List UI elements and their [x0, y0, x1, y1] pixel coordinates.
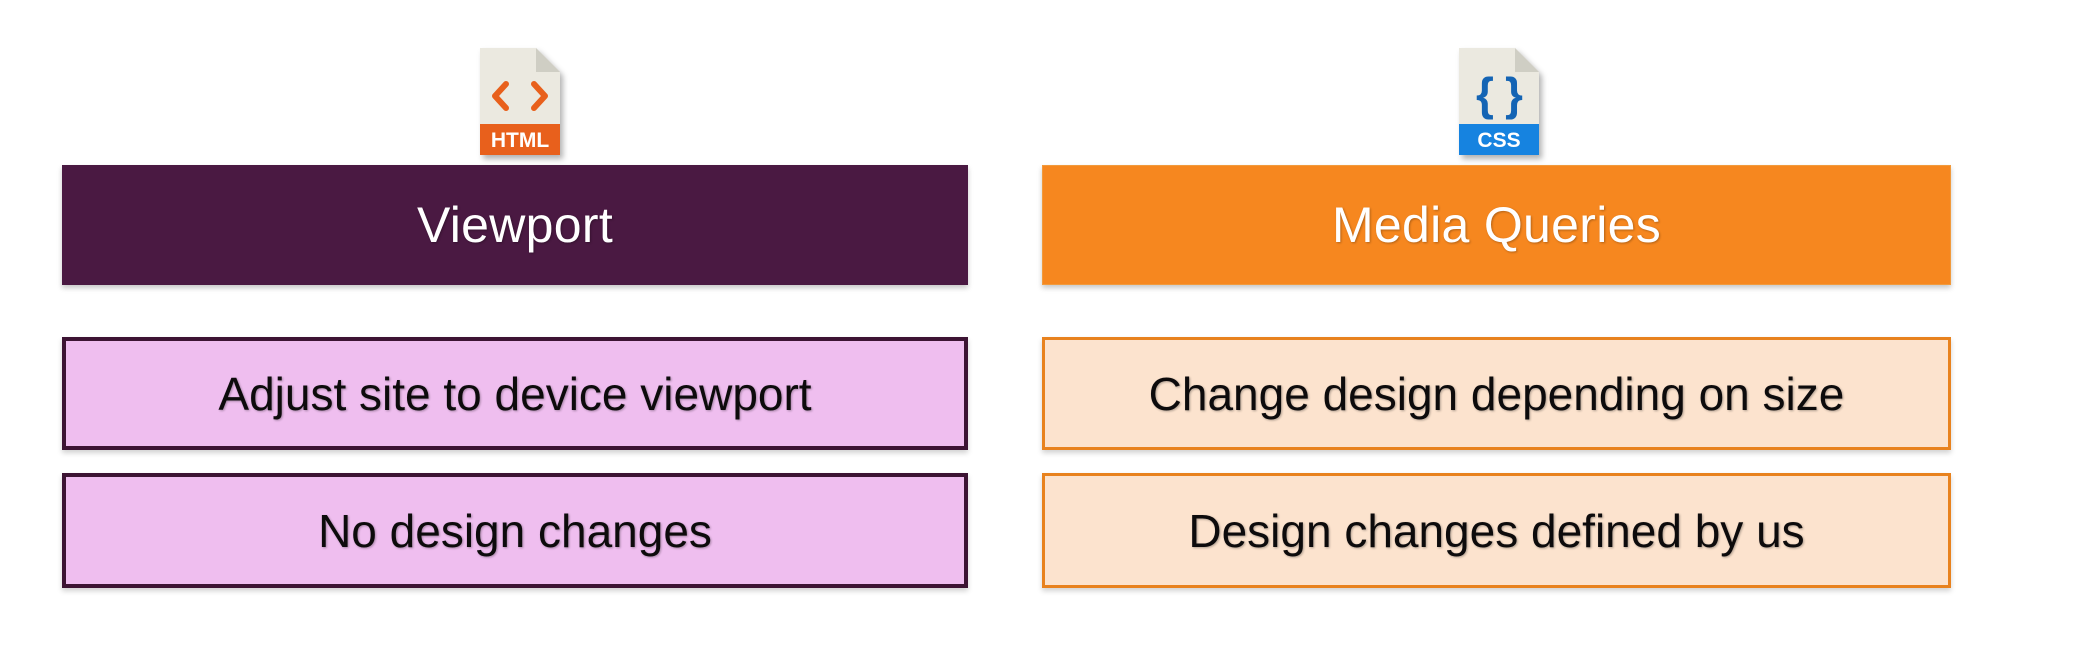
- media-queries-item-2-label: Design changes defined by us: [1188, 504, 1805, 557]
- viewport-item-2-label: No design changes: [318, 504, 712, 557]
- css-file-icon: { } CSS: [1459, 48, 1539, 155]
- svg-text:}: }: [1505, 68, 1523, 120]
- media-queries-item-2: Design changes defined by us: [1042, 473, 1951, 588]
- svg-text:{: {: [1476, 68, 1494, 120]
- header-media-queries: Media Queries: [1042, 165, 1951, 285]
- viewport-item-1: Adjust site to device viewport: [62, 337, 968, 450]
- html-icon-label: HTML: [491, 129, 549, 152]
- viewport-item-2: No design changes: [62, 473, 968, 588]
- html-file-icon: HTML: [480, 48, 560, 155]
- header-viewport-label: Viewport: [416, 197, 614, 253]
- header-media-queries-label: Media Queries: [1331, 197, 1662, 253]
- header-viewport: Viewport: [62, 165, 968, 285]
- viewport-item-1-label: Adjust site to device viewport: [218, 367, 812, 420]
- column-viewport: HTML Viewport Adjust site to device view…: [62, 0, 968, 646]
- media-queries-item-1-label: Change design depending on size: [1148, 367, 1845, 420]
- css-icon-label: CSS: [1477, 129, 1520, 152]
- media-queries-item-1: Change design depending on size: [1042, 337, 1951, 450]
- column-media-queries: { } CSS Media Queries Change design depe…: [1042, 0, 1951, 646]
